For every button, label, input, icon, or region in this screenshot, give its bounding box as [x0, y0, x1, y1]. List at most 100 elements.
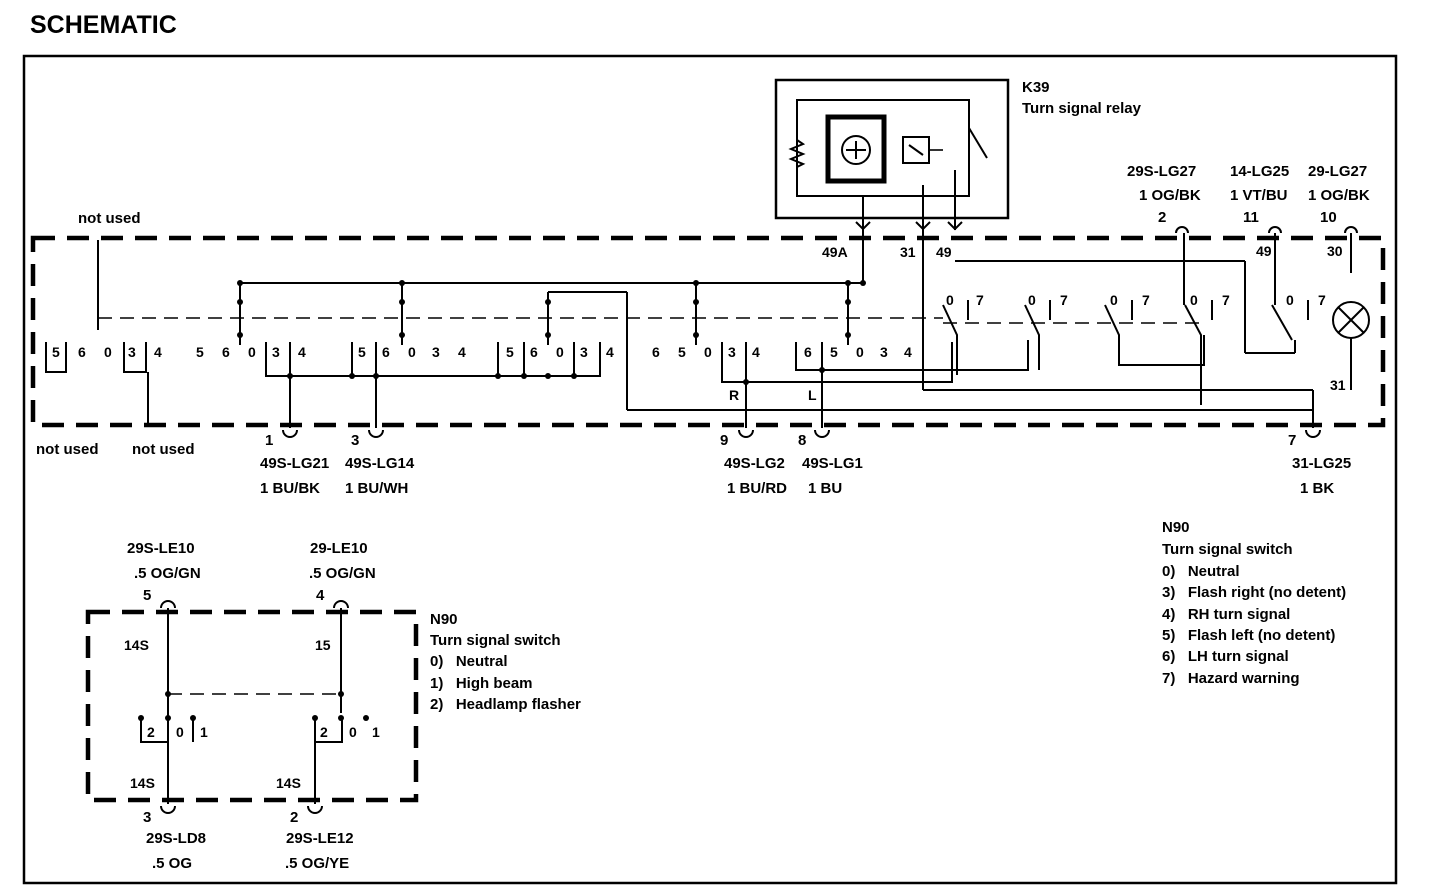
svg-text:0: 0 [1110, 292, 1118, 308]
s-legend-pos-1: 1) High beam [430, 675, 533, 692]
not-used-top: not used [78, 210, 141, 227]
s-legend-pos-2: 2) Headlamp flasher [430, 696, 581, 713]
svg-text:0: 0 [556, 344, 564, 360]
small-switch-housing [85, 609, 419, 803]
conn-9-color: 1 BU/RD [727, 480, 787, 497]
sconn-2-pin: 2 [290, 809, 298, 826]
svg-text:5: 5 [52, 344, 60, 360]
svg-text:4: 4 [458, 344, 466, 360]
s-legend-pos-0: 0) Neutral [430, 653, 508, 670]
sconn-5-wire: 29S-LE10 [127, 540, 195, 557]
legend-name: Turn signal switch [1162, 541, 1293, 558]
svg-text:6: 6 [382, 344, 390, 360]
svg-text:6: 6 [530, 344, 538, 360]
conn-7-wire: 31-LG25 [1292, 455, 1351, 472]
svg-text:6: 6 [804, 344, 812, 360]
svg-text:3: 3 [432, 344, 440, 360]
not-used-left: not used [36, 441, 99, 458]
s-label-14s-a: 14S [124, 637, 149, 653]
conn-11-color: 1 VT/BU [1230, 187, 1288, 204]
s-label-14s-c: 14S [276, 775, 301, 791]
svg-text:4: 4 [298, 344, 306, 360]
svg-text:0: 0 [1190, 292, 1198, 308]
svg-text:2: 2 [320, 724, 328, 740]
conn-1-pin: 1 [265, 432, 273, 449]
sconn-5-pin: 5 [143, 587, 151, 604]
conn-7-color: 1 BK [1300, 480, 1334, 497]
svg-text:0: 0 [176, 724, 184, 740]
outer-frame [22, 54, 1398, 885]
legend-pos-4: 4) RH turn signal [1162, 606, 1290, 623]
term-49: 49 [1256, 243, 1272, 259]
svg-text:6: 6 [652, 344, 660, 360]
conn-3-color: 1 BU/WH [345, 480, 408, 497]
relay-contact-icon [968, 127, 988, 159]
legend-pos-3: 3) Flash right (no detent) [1162, 584, 1346, 601]
sconn-4-wire: 29-LE10 [310, 540, 368, 557]
svg-text:7: 7 [1060, 292, 1068, 308]
conn-10-color: 1 OG/BK [1308, 187, 1370, 204]
svg-text:0: 0 [856, 344, 864, 360]
sconn-3-color: .5 OG [152, 855, 192, 872]
svg-text:6: 6 [222, 344, 230, 360]
label-l: L [808, 387, 817, 403]
resistor-icon [788, 139, 806, 168]
svg-text:0: 0 [104, 344, 112, 360]
svg-text:3: 3 [880, 344, 888, 360]
conn-8-color: 1 BU [808, 480, 842, 497]
svg-text:5: 5 [196, 344, 204, 360]
relay-coil-block [825, 114, 887, 184]
svg-text:5: 5 [506, 344, 514, 360]
main-switch-legend: N90 Turn signal switch 0) Neutral 3) Fla… [1162, 519, 1346, 687]
conn-8-wire: 49S-LG1 [802, 455, 863, 472]
svg-text:3: 3 [272, 344, 280, 360]
relay-k39: K39 Turn signal relay 49A 31 49 [774, 78, 1142, 260]
svg-text:4: 4 [752, 344, 760, 360]
svg-text:0: 0 [349, 724, 357, 740]
legend-pos-5: 5) Flash left (no detent) [1162, 627, 1335, 644]
relay-term-49a: 49A [822, 244, 848, 260]
s-label-15: 15 [315, 637, 331, 653]
conn-2-wire: 29S-LG27 [1127, 163, 1196, 180]
sconn-3-wire: 29S-LD8 [146, 830, 206, 847]
relay-term-31: 31 [900, 244, 916, 260]
conn-11-wire: 14-LG25 [1230, 163, 1289, 180]
svg-text:5: 5 [678, 344, 686, 360]
not-used-mid: not used [132, 441, 195, 458]
svg-text:7: 7 [976, 292, 984, 308]
svg-text:0: 0 [946, 292, 954, 308]
legend-id: N90 [1162, 519, 1190, 536]
svg-text:0: 0 [1028, 292, 1036, 308]
svg-text:4: 4 [154, 344, 162, 360]
sconn-4-color: .5 OG/GN [309, 565, 376, 582]
conn-2-pin: 2 [1158, 209, 1166, 226]
sconn-2-wire: 29S-LE12 [286, 830, 354, 847]
svg-text:3: 3 [128, 344, 136, 360]
legend-pos-7: 7) Hazard warning [1162, 670, 1300, 687]
svg-text:4: 4 [606, 344, 614, 360]
main-switch-n90: 29S-LG27 1 OG/BK 2 14-LG25 1 VT/BU 11 29… [30, 163, 1386, 497]
svg-text:0: 0 [704, 344, 712, 360]
svg-text:0: 0 [1286, 292, 1294, 308]
svg-text:0: 0 [248, 344, 256, 360]
svg-text:5: 5 [830, 344, 838, 360]
page-title: SCHEMATIC [30, 11, 177, 39]
conn-8-pin: 8 [798, 432, 806, 449]
term-31: 31 [1330, 377, 1346, 393]
small-switch-n90: 29S-LE10 .5 OG/GN 5 29-LE10 .5 OG/GN 4 2… [85, 540, 581, 872]
relay-id: K39 [1022, 79, 1050, 96]
conn-9-pin: 9 [720, 432, 728, 449]
svg-text:7: 7 [1222, 292, 1230, 308]
legend-pos-0: 0) Neutral [1162, 563, 1240, 580]
label-r: R [729, 387, 739, 403]
svg-text:3: 3 [728, 344, 736, 360]
svg-text:3: 3 [580, 344, 588, 360]
svg-text:7: 7 [1318, 292, 1326, 308]
s-label-14s-b: 14S [130, 775, 155, 791]
relay-box [774, 78, 1010, 220]
conn-7-pin: 7 [1288, 432, 1296, 449]
svg-text:6: 6 [78, 344, 86, 360]
conn-1-wire: 49S-LG21 [260, 455, 329, 472]
relay-circuit-icon [841, 135, 871, 165]
